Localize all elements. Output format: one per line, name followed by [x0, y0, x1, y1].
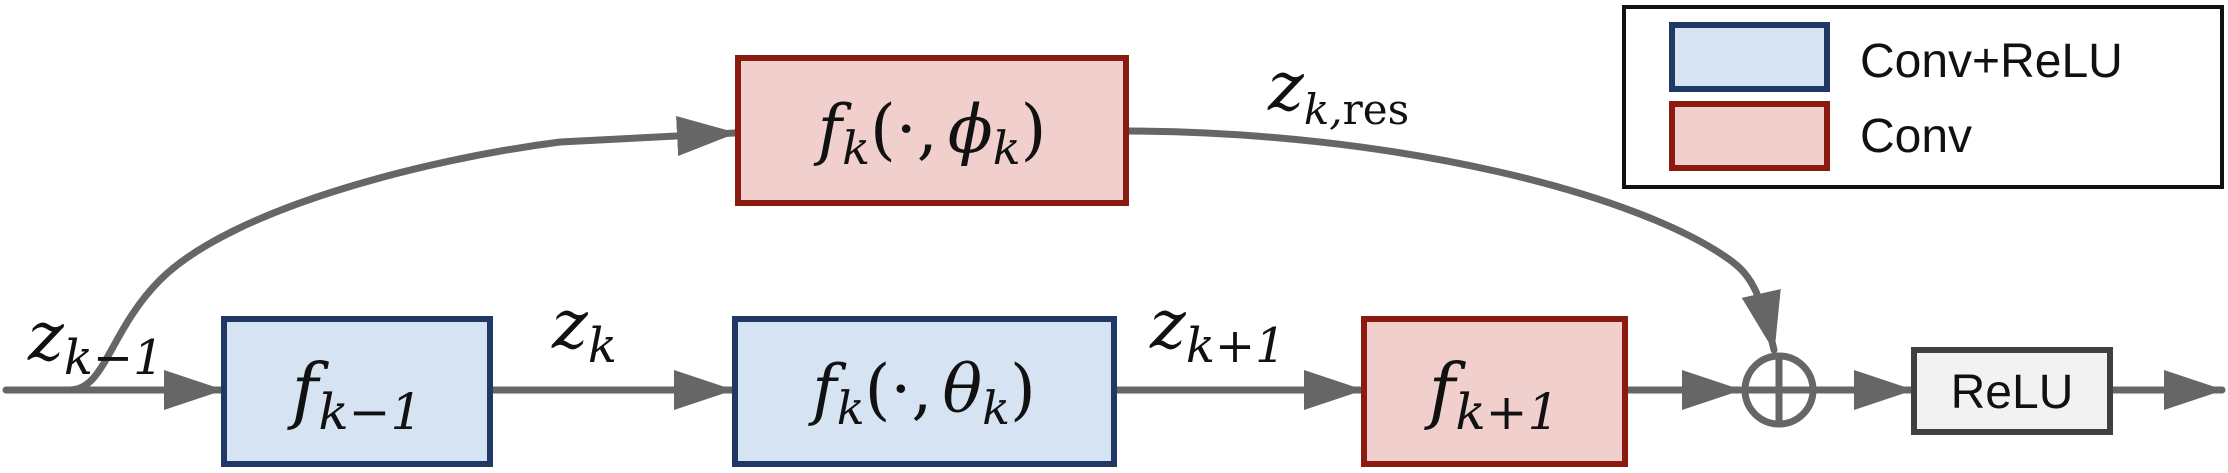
input-z-k-minus-1-label: zk−1: [27, 298, 164, 386]
relu-block: ReLU: [1911, 347, 2113, 435]
block-f-k-minus-1-label: fk−1: [287, 348, 423, 441]
block-f-k-minus-1-box: [221, 316, 493, 467]
legend-swatch-conv: [1669, 101, 1830, 171]
sum-node: [1741, 352, 1817, 428]
legend-item-conv-relu: Conv+ReLU: [1669, 22, 2123, 92]
block-f-k-phi-box: [735, 55, 1129, 206]
block-f-k-plus-1-box: [1361, 316, 1628, 467]
legend-item-conv: Conv: [1669, 101, 1972, 171]
block-f-k-plus-1-label: fk+1: [1424, 348, 1560, 441]
edge-label-z-k-plus-1: zk+1: [1149, 286, 1286, 374]
legend-swatch-conv-relu: [1669, 22, 1830, 92]
block-f-k-phi: fk(·,ϕk): [735, 55, 1129, 206]
legend: Conv+ReLU Conv: [1622, 5, 2224, 189]
connectors: [2, 116, 2226, 410]
edge-label-z-k-res: zk,res: [1267, 48, 1409, 134]
block-f-k-phi-label: fk(·,ϕk): [813, 91, 1047, 175]
skip-branch-arrow: [66, 116, 739, 394]
edge-label-z-k: zk: [551, 286, 617, 374]
relu-block-box: [1911, 347, 2113, 435]
legend-label-conv: Conv: [1860, 110, 1972, 163]
z-res-arrow: [1124, 127, 1781, 354]
relu-block-label: ReLU: [1951, 366, 2074, 419]
circled-plus-icon: [1741, 352, 1817, 428]
block-f-k-minus-1: fk−1: [221, 316, 493, 467]
legend-label-conv-relu: Conv+ReLU: [1860, 35, 2123, 88]
block-f-k-plus-1: fk+1: [1361, 316, 1628, 467]
block-f-k-theta-box: [732, 316, 1117, 467]
block-f-k-theta: fk(·,θk): [732, 316, 1117, 467]
block-f-k-theta-label: fk(·,θk): [807, 351, 1035, 435]
